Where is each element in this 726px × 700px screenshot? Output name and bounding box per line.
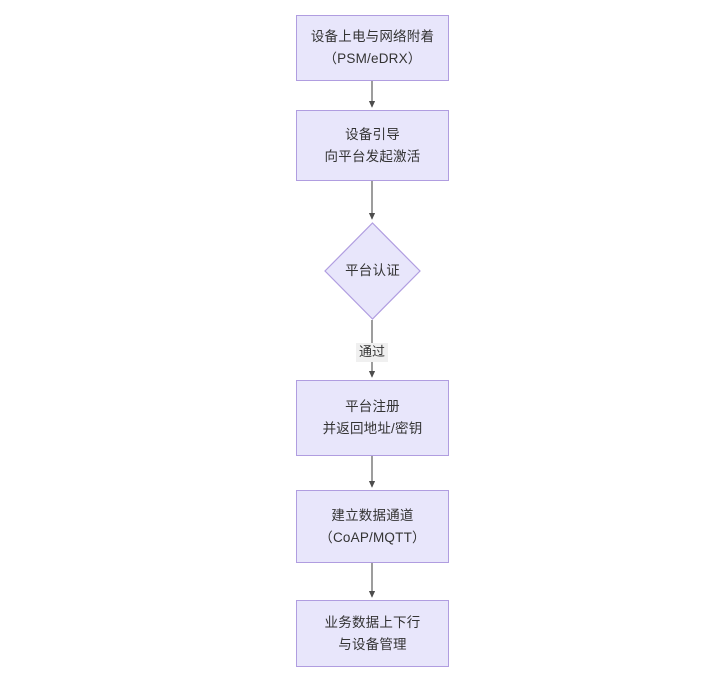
node-label-device-power-on: 设备上电与网络附着 （PSM/eDRX） (310, 29, 435, 66)
node-business-data[interactable]: 业务数据上下行 与设备管理 (296, 600, 449, 667)
node-label-business-data: 业务数据上下行 与设备管理 (324, 614, 421, 652)
node-label-data-channel: 建立数据通道 （CoAP/MQTT） (319, 507, 426, 545)
edge-label-pass: 通过 (356, 343, 389, 362)
node-platform-registration[interactable]: 平台注册 并返回地址/密钥 (296, 380, 449, 456)
diamond-shape-icon (324, 222, 421, 320)
node-device-bootstrap[interactable]: 设备引导 向平台发起激活 (296, 110, 449, 181)
node-platform-authentication[interactable]: 平台认证 (324, 222, 421, 320)
node-device-power-on[interactable]: 设备上电与网络附着 （PSM/eDRX） (296, 15, 449, 81)
node-label-device-bootstrap: 设备引导 向平台发起激活 (324, 126, 421, 164)
node-label-platform-authentication: 平台认证 (345, 263, 400, 279)
node-data-channel[interactable]: 建立数据通道 （CoAP/MQTT） (296, 490, 449, 563)
node-label-platform-registration: 平台注册 并返回地址/密钥 (322, 399, 423, 436)
